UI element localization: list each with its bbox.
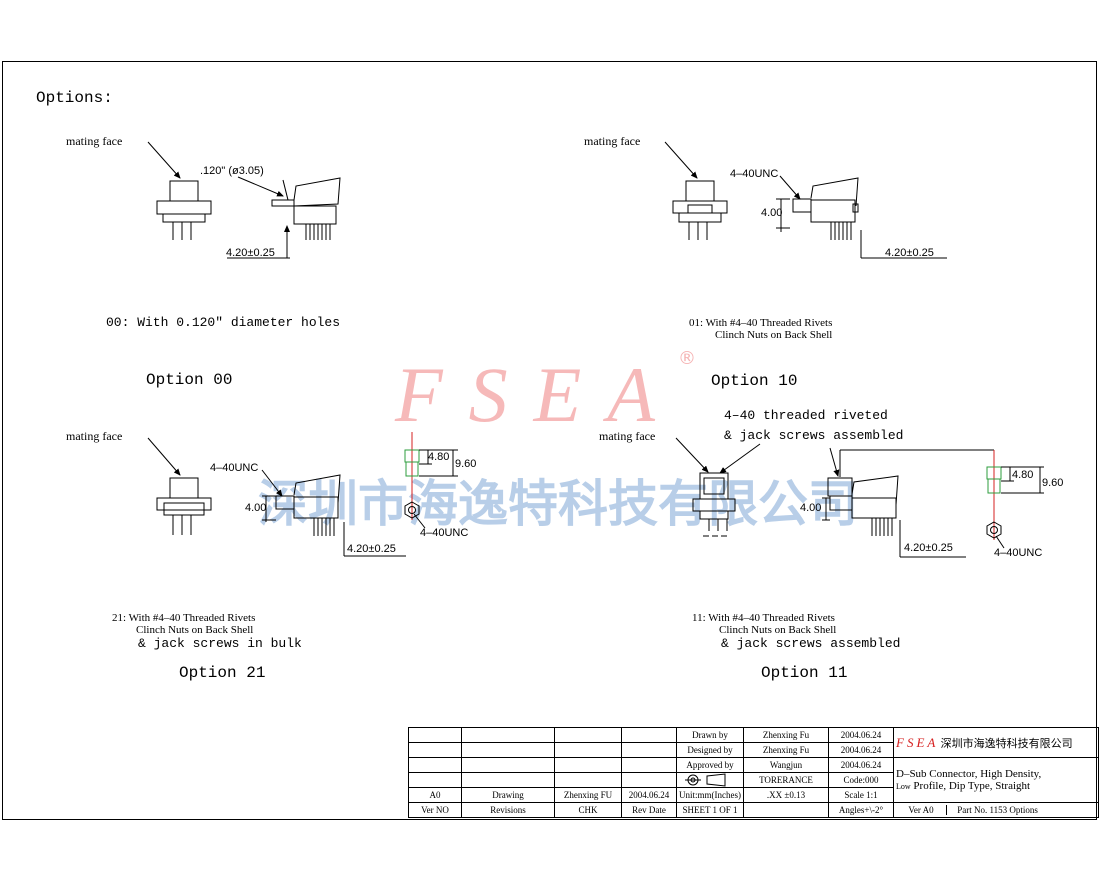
tb-drawn-date: 2004.06.24 [828,727,894,743]
tb-rev-date: 2004.06.24 [621,787,677,803]
drawing-sheet-border [2,61,1097,820]
option21-thread-label: 4–40UNC [210,462,259,474]
option11-mating-face-label: mating face [599,429,656,443]
tb-rev-description: Drawing [461,787,555,803]
option11-callout-line1: 4–40 threaded riveted [724,408,888,423]
option21-description-line1: 21: With #4–40 Threaded Rivets [112,612,256,624]
option11-side-view [822,447,994,558]
tb-sheet: SHEET 1 OF 1 [676,802,744,818]
tb-approved-name: Wangjun [743,757,829,773]
tb-approved-date: 2004.06.24 [828,757,894,773]
option21-title: Option 21 [179,664,266,682]
option00-description: 00: With 0.120" diameter holes [106,315,341,330]
option10-height-dimension: 4.20±0.25 [885,247,934,259]
option11-front-view [675,437,761,537]
option21-front-view [147,437,212,535]
option10-front-view [664,141,728,240]
tb-tolerance-label: TORERANCE [743,772,829,788]
option11-description-line3: & jack screws assembled [721,636,901,651]
option10-title: Option 10 [711,372,798,390]
option11-screw-dimension-small: 4.80 [1012,469,1034,481]
option11-screw-dimension-large: 9.60 [1042,477,1064,489]
option00-front-view [147,141,212,240]
option21-jack-screw [404,432,458,529]
tb-header-date: Rev Date [621,802,677,818]
option00-title: Option 00 [146,371,233,389]
tb-rev-version: A0 [408,787,462,803]
sheet-heading: Options: [36,89,113,107]
tb-approved-label: Approved by [676,757,744,773]
option10-mating-face-label: mating face [584,134,641,148]
option00-side-view [227,176,341,259]
tb-scale: Scale 1:1 [828,787,894,803]
tb-header-revisions: Revisions [461,802,555,818]
option11-callout-line2: & jack screws assembled [724,428,904,443]
option00-hole-dimension: .120" (ø3.05) [200,165,264,177]
option21-screw-dimension-large: 9.60 [455,458,477,470]
option21-side-view [261,469,406,557]
tb-tolerance-value: .XX ±0.13 [743,787,829,803]
title-block: Drawn by Zhenxing Fu 2004.06.24 FSEA 深圳市… [408,727,1099,818]
option11-description-line2: Clinch Nuts on Back Shell [719,624,837,636]
tb-part-number: Part No. 1153 Options [957,805,1038,815]
option21-description-line3: & jack screws in bulk [138,636,302,651]
option21-description-line2: Clinch Nuts on Back Shell [136,624,254,636]
option11-height-dimension: 4.20±0.25 [904,542,953,554]
option21-screw-dimension-small: 4.80 [428,451,450,463]
option21-screw-thread: 4–40UNC [420,527,469,539]
option21-side-dimension: 4.00 [245,502,267,514]
tb-designed-name: Zhenxing Fu [743,742,829,758]
tb-logo-company: 深圳市海逸特科技有限公司 [940,736,1073,750]
tb-angles: Angles+\-2° [828,802,894,818]
tb-header-version: Ver NO [408,802,462,818]
watermark-registered-mark: ® [678,348,696,369]
option11-screw-thread: 4–40UNC [994,547,1043,559]
tb-units: Unit:mm(Inches) [676,787,744,803]
watermark-brand: FSEA [395,351,681,438]
tb-designed-date: 2004.06.24 [828,742,894,758]
option00-mating-face-label: mating face [66,134,123,148]
tb-part-description-low: Low [896,782,911,791]
option21-mating-face-label: mating face [66,429,123,443]
tb-header-check: CHK [554,802,622,818]
option10-side-view [776,175,947,259]
tb-drawn-name: Zhenxing Fu [743,727,829,743]
option10-thread-label: 4–40UNC [730,168,779,180]
option21-height-dimension: 4.20±0.25 [347,543,396,555]
watermark-company: 深圳市海逸特科技有限公司 [258,475,858,533]
option10-description-line1: 01: With #4–40 Threaded Rivets [689,317,833,329]
option00-height-dimension: 4.20±0.25 [226,247,275,259]
tb-logo-brand: FSEA [896,734,939,750]
tb-part-description-line2: Profile, Dip Type, Straight [913,780,1031,792]
tb-drawn-label: Drawn by [676,727,744,743]
tb-designed-label: Designed by [676,742,744,758]
tb-code: Code:000 [828,772,894,788]
tb-part-description-line1: D–Sub Connector, High Density, [896,768,1042,780]
option11-title: Option 11 [761,664,848,682]
tb-version: Ver A0 [896,805,947,815]
tb-rev-author: Zhenxing FU [554,787,622,803]
option11-description-line1: 11: With #4–40 Threaded Rivets [692,612,835,624]
option11-jack-screw [986,450,1044,549]
option10-description-line2: Clinch Nuts on Back Shell [715,329,833,341]
option11-side-dimension: 4.00 [800,502,822,514]
option10-side-dimension: 4.00 [761,207,783,219]
